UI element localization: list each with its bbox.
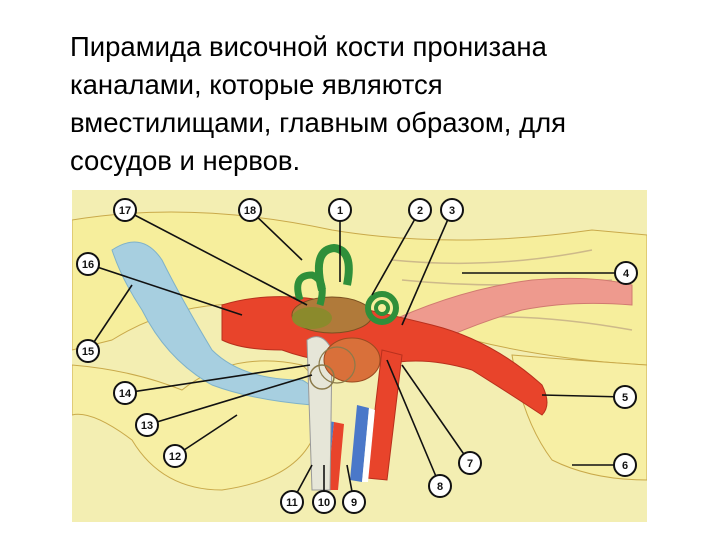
callout-line-15	[87, 284, 133, 352]
lower-bone-right	[511, 354, 647, 481]
callout-circle-13	[135, 413, 159, 437]
grey-canal	[306, 336, 333, 491]
callout-label-1: 1	[337, 205, 343, 217]
callout-line-12	[174, 414, 238, 457]
callout-label-5: 5	[622, 392, 628, 404]
callout-label-14: 14	[119, 388, 132, 400]
callout-label-18: 18	[244, 205, 256, 217]
callout-line-17	[124, 209, 308, 306]
callout-label-7: 7	[467, 458, 473, 470]
callout-line-16	[87, 263, 243, 316]
slide-text-line-2: каналами, которые являются	[70, 69, 443, 100]
callout-circle-15	[76, 339, 100, 363]
ossicle	[309, 364, 335, 390]
callout-line-3	[401, 209, 453, 326]
callout-circle-3	[440, 198, 464, 222]
callout-label-15: 15	[82, 346, 94, 358]
callout-label-3: 3	[449, 205, 455, 217]
callout-line-7	[401, 364, 471, 464]
cochlea	[365, 291, 399, 325]
slide-text-line-4: сосудов и нервов.	[70, 145, 301, 176]
callout-circle-17	[113, 198, 137, 222]
callout-label-12: 12	[169, 451, 181, 463]
vein-blue-right	[350, 405, 369, 482]
bone-ridge-1	[391, 249, 593, 265]
artery-red-left	[327, 422, 344, 490]
callout-label-2: 2	[417, 205, 423, 217]
callout-line-2	[371, 209, 421, 296]
middle-ear-structure	[323, 337, 381, 383]
semicircular-canal	[315, 243, 353, 291]
callout-circle-16	[76, 252, 100, 276]
callout-label-16: 16	[82, 259, 94, 271]
callout-circle-7	[458, 451, 482, 475]
callout-circle-6	[613, 453, 637, 477]
callout-circle-2	[408, 198, 432, 222]
cochlea-inner	[374, 300, 390, 316]
vestibule	[292, 307, 332, 329]
callout-circle-5	[613, 385, 637, 409]
callout-circle-11	[280, 490, 304, 514]
callout-label-8: 8	[437, 481, 443, 493]
callout-line-14	[124, 364, 311, 394]
callout-circle-4	[614, 261, 638, 285]
callout-label-17: 17	[119, 205, 131, 217]
callout-circle-1	[328, 198, 352, 222]
callout-label-9: 9	[351, 497, 357, 509]
slide-text-line-3: вместилищами, главным образом, для	[70, 107, 567, 138]
pink-vessel	[371, 277, 633, 366]
slide-text: Пирамида височной кости пронизана канала…	[70, 28, 690, 180]
tympanic-ring	[318, 346, 356, 384]
callout-circle-8	[428, 474, 452, 498]
callout-line-8	[386, 359, 441, 487]
callout-label-10: 10	[318, 497, 330, 509]
callout-line-13	[146, 374, 313, 426]
slide-text-line-1: Пирамида височной кости пронизана	[70, 31, 547, 62]
callout-line-5	[541, 394, 626, 398]
callout-circle-9	[342, 490, 366, 514]
callout-label-6: 6	[622, 460, 628, 472]
vessel-gap	[362, 408, 375, 482]
callout-line-18	[249, 209, 303, 261]
callout-label-11: 11	[286, 497, 298, 509]
semicircular-canal-2	[294, 271, 326, 306]
callout-circle-10	[312, 490, 336, 514]
callout-label-13: 13	[141, 420, 153, 432]
callout-circle-18	[238, 198, 262, 222]
callout-circle-12	[163, 444, 187, 468]
callout-circle-14	[113, 381, 137, 405]
callout-label-4: 4	[623, 268, 630, 280]
